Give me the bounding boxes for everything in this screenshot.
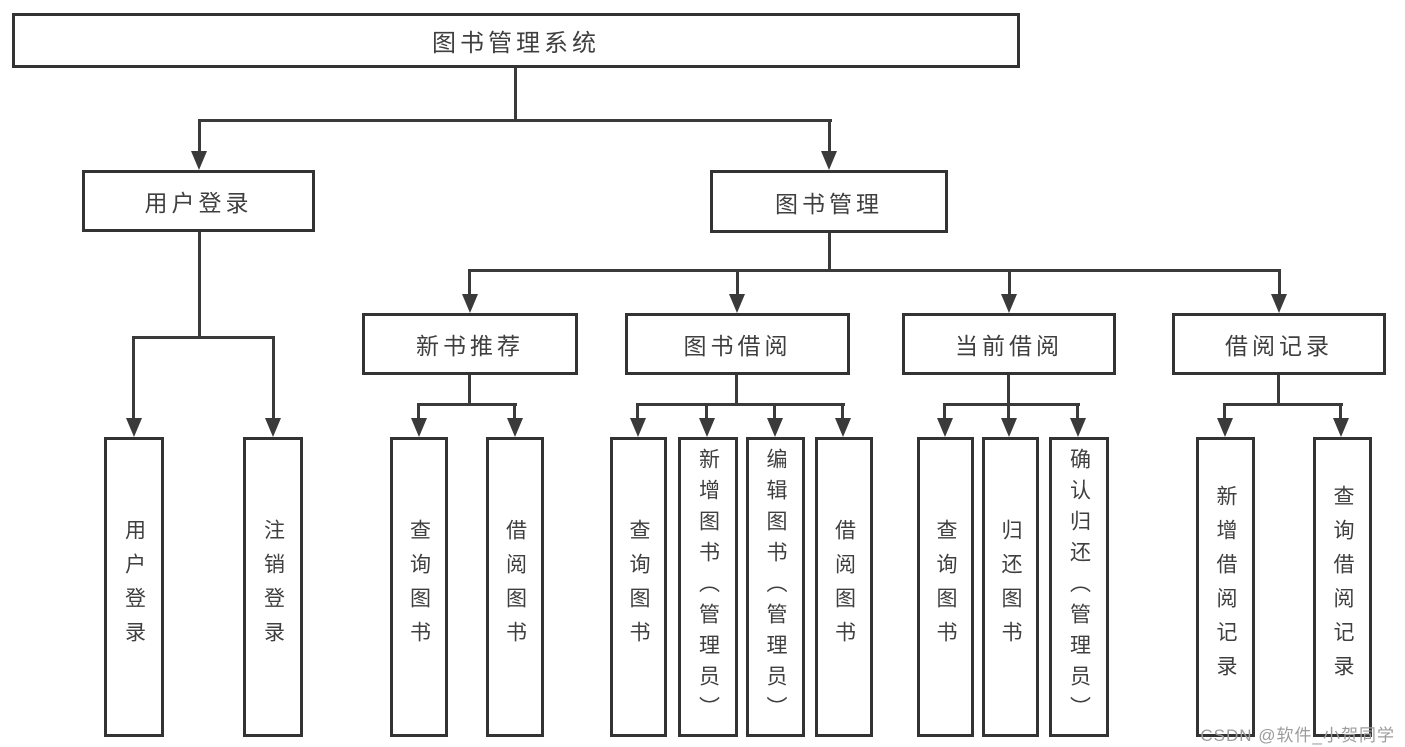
connector-borrow-records-hbar: [1223, 403, 1343, 406]
connector-user-login-hbar: [132, 336, 275, 339]
connector-drop-leaf-logout: [272, 336, 275, 420]
leaf-query-books-2: 查询图书: [610, 437, 667, 737]
connector-drop-leaf-user-login: [132, 336, 135, 420]
connector-drop-confirm-return-admin: [1076, 403, 1079, 421]
leaf-logout-label: 注销登录: [261, 519, 285, 655]
leaf-add-books-admin-label: 新增图书（管理员）: [696, 447, 720, 727]
arrow-into-book-management: [821, 151, 837, 170]
arrow-into-add-borrow-record: [1217, 418, 1233, 437]
connector-drop-book-management: [828, 119, 831, 153]
connector-root-trunk: [514, 68, 517, 122]
connector-drop-query-books-1: [417, 403, 420, 421]
node-borrow-records-label: 借阅记录: [1225, 333, 1333, 359]
arrow-into-new-book-recommend: [462, 294, 478, 313]
leaf-add-books-admin: 新增图书（管理员）: [678, 437, 738, 737]
leaf-return-books: 归还图书: [982, 437, 1039, 737]
connector-user-login-trunk: [198, 232, 201, 338]
leaf-edit-books-admin: 编辑图书（管理员）: [746, 437, 805, 737]
arrow-into-borrow-books-2: [835, 418, 851, 437]
leaf-add-borrow-record: 新增借阅记录: [1196, 437, 1255, 737]
leaf-borrow-books-2: 借阅图书: [815, 437, 873, 737]
leaf-confirm-return-admin: 确认归还（管理员）: [1049, 437, 1109, 737]
connector-book-management-trunk: [828, 233, 831, 272]
connector-drop-return-books: [1007, 403, 1010, 421]
arrow-into-current-borrow: [1001, 294, 1017, 313]
leaf-user-login-label: 用户登录: [122, 519, 146, 655]
arrow-into-borrow-books-1: [507, 418, 523, 437]
arrow-into-borrow-records: [1271, 294, 1287, 313]
node-library-management-system-label: 图书管理系统: [432, 30, 600, 57]
connector-drop-add-books-admin: [705, 403, 708, 421]
connector-drop-query-books-2: [636, 403, 639, 421]
connector-book-borrow-trunk: [735, 375, 738, 406]
connector-drop-book-borrow: [736, 269, 739, 296]
arrow-into-book-borrow: [729, 294, 745, 313]
leaf-query-books-1-label: 查询图书: [407, 519, 431, 655]
leaf-borrow-books-1: 借阅图书: [486, 437, 544, 737]
node-book-borrow-label: 图书借阅: [683, 333, 792, 359]
leaf-return-books-label: 归还图书: [999, 519, 1022, 655]
node-library-management-system: 图书管理系统: [12, 13, 1020, 68]
connector-drop-current-borrow: [1008, 269, 1011, 296]
leaf-query-books-3-label: 查询图书: [934, 519, 957, 655]
connector-drop-new-book-recommend: [468, 269, 471, 296]
connector-current-borrow-hbar: [943, 403, 1080, 406]
leaf-query-books-3: 查询图书: [917, 437, 974, 737]
connector-drop-add-borrow-record: [1223, 403, 1226, 421]
leaf-query-borrow-record-label: 查询借阅记录: [1331, 485, 1354, 689]
connector-drop-borrow-records: [1278, 269, 1281, 296]
leaf-query-books-1: 查询图书: [390, 437, 448, 737]
arrow-into-query-books-2: [630, 418, 646, 437]
connector-root-hbar: [198, 119, 832, 122]
leaf-query-borrow-record: 查询借阅记录: [1313, 437, 1372, 737]
node-user-login: 用户登录: [82, 170, 315, 232]
node-borrow-records: 借阅记录: [1172, 313, 1386, 375]
node-current-borrow-label: 当前借阅: [955, 333, 1063, 359]
leaf-add-borrow-record-label: 新增借阅记录: [1214, 485, 1237, 689]
arrow-into-query-books-3: [937, 418, 953, 437]
arrow-into-query-borrow-record: [1333, 418, 1349, 437]
arrow-into-confirm-return-admin: [1070, 418, 1086, 437]
node-user-login-label: 用户登录: [144, 190, 253, 216]
connector-book-management-hbar: [468, 269, 1281, 272]
arrow-into-leaf-logout: [265, 418, 281, 437]
connector-drop-edit-books-admin: [773, 403, 776, 421]
node-book-management-label: 图书管理: [775, 190, 883, 217]
arrow-into-leaf-user-login: [126, 418, 142, 437]
node-book-management: 图书管理: [710, 170, 948, 233]
connector-drop-query-books-3: [943, 403, 946, 421]
node-book-borrow: 图书借阅: [625, 313, 850, 375]
arrow-into-add-books-admin: [699, 418, 715, 437]
leaf-borrow-books-1-label: 借阅图书: [503, 519, 527, 655]
leaf-logout: 注销登录: [243, 437, 303, 737]
leaf-borrow-books-2-label: 借阅图书: [832, 519, 856, 655]
connector-drop-query-borrow-record: [1339, 403, 1342, 421]
leaf-user-login: 用户登录: [104, 437, 164, 737]
arrow-into-edit-books-admin: [767, 418, 783, 437]
connector-new-book-recommend-hbar: [417, 403, 517, 406]
connector-borrow-records-trunk: [1277, 375, 1280, 406]
connector-new-book-recommend-trunk: [468, 375, 471, 406]
connector-book-borrow-hbar: [636, 403, 845, 406]
connector-drop-borrow-books-2: [841, 403, 844, 421]
node-new-book-recommend-label: 新书推荐: [416, 333, 524, 359]
connector-drop-user-login: [198, 119, 201, 153]
leaf-edit-books-admin-label: 编辑图书（管理员）: [764, 447, 787, 727]
arrow-into-return-books: [1001, 418, 1017, 437]
leaf-confirm-return-admin-label: 确认归还（管理员）: [1067, 447, 1091, 727]
node-new-book-recommend: 新书推荐: [362, 313, 578, 375]
csdn-watermark: CSDN @软件_小贺同学: [1200, 726, 1395, 745]
node-current-borrow: 当前借阅: [902, 313, 1116, 375]
arrow-into-query-books-1: [411, 418, 427, 437]
connector-drop-borrow-books-1: [513, 403, 516, 421]
arrow-into-user-login: [191, 151, 207, 170]
leaf-query-books-2-label: 查询图书: [627, 519, 650, 655]
connector-current-borrow-trunk: [1007, 375, 1010, 406]
